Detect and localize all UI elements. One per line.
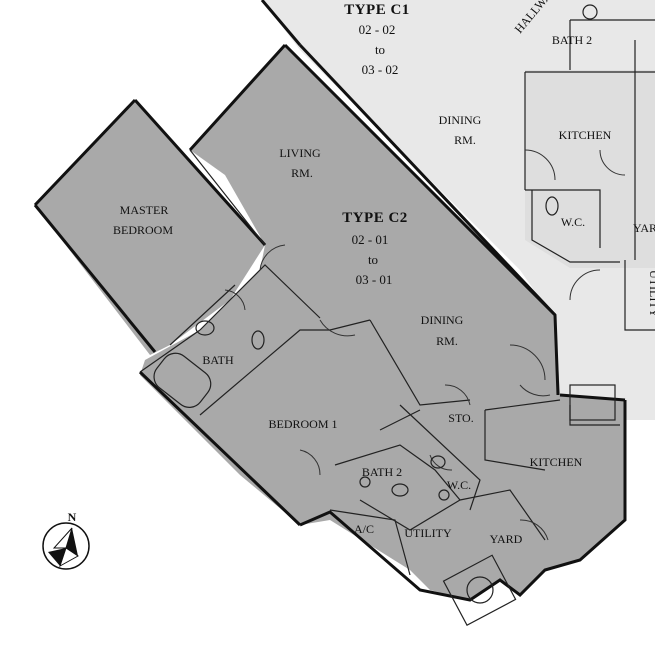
c2-kitchen-label: KITCHEN — [530, 455, 583, 469]
c2-range-to: 03 - 01 — [356, 272, 393, 287]
c2-master-bedroom-label: BEDROOM — [113, 223, 173, 237]
c2-ac-label: A/C — [354, 522, 374, 536]
c1-dining-label: DINING — [439, 113, 482, 127]
c1-utility-label: UTILITY — [647, 270, 655, 318]
c2-yard-label: YARD — [490, 532, 523, 546]
c2-utility-label: UTILITY — [404, 526, 452, 540]
c1-range-from: 02 - 02 — [359, 22, 396, 37]
c1-range-to-word: to — [375, 42, 385, 57]
unit-c1-area — [260, 0, 655, 420]
c2-range-to-word: to — [368, 252, 378, 267]
c1-bath2-label: BATH 2 — [552, 33, 592, 47]
compass-north-label: N — [68, 510, 77, 524]
c2-master-label: MASTER — [120, 203, 169, 217]
c2-type-label: TYPE C2 — [342, 210, 408, 226]
unit-c2-area — [33, 43, 627, 627]
c2-dining-rm-label: RM. — [436, 334, 458, 348]
c1-range-to: 03 - 02 — [362, 62, 399, 77]
c1-dining-rm-label: RM. — [454, 133, 476, 147]
c1-yard-label: YARD — [633, 221, 655, 235]
c2-range-from: 02 - 01 — [352, 232, 389, 247]
c2-bath2-label: BATH 2 — [362, 465, 402, 479]
c1-type-label: TYPE C1 — [344, 2, 410, 18]
c2-bedroom1-label: BEDROOM 1 — [268, 417, 337, 431]
c1-wc-label: W.C. — [561, 215, 585, 229]
c1-kitchen-label: KITCHEN — [559, 128, 612, 142]
c2-wc-label: W.C. — [447, 478, 471, 492]
c2-sto-label: STO. — [448, 411, 473, 425]
north-compass: N — [42, 510, 90, 570]
c2-living-label: LIVING — [279, 146, 321, 160]
c2-dining-label: DINING — [421, 313, 464, 327]
c2-living-rm-label: RM. — [291, 166, 313, 180]
c2-bath-label: BATH — [202, 353, 234, 367]
